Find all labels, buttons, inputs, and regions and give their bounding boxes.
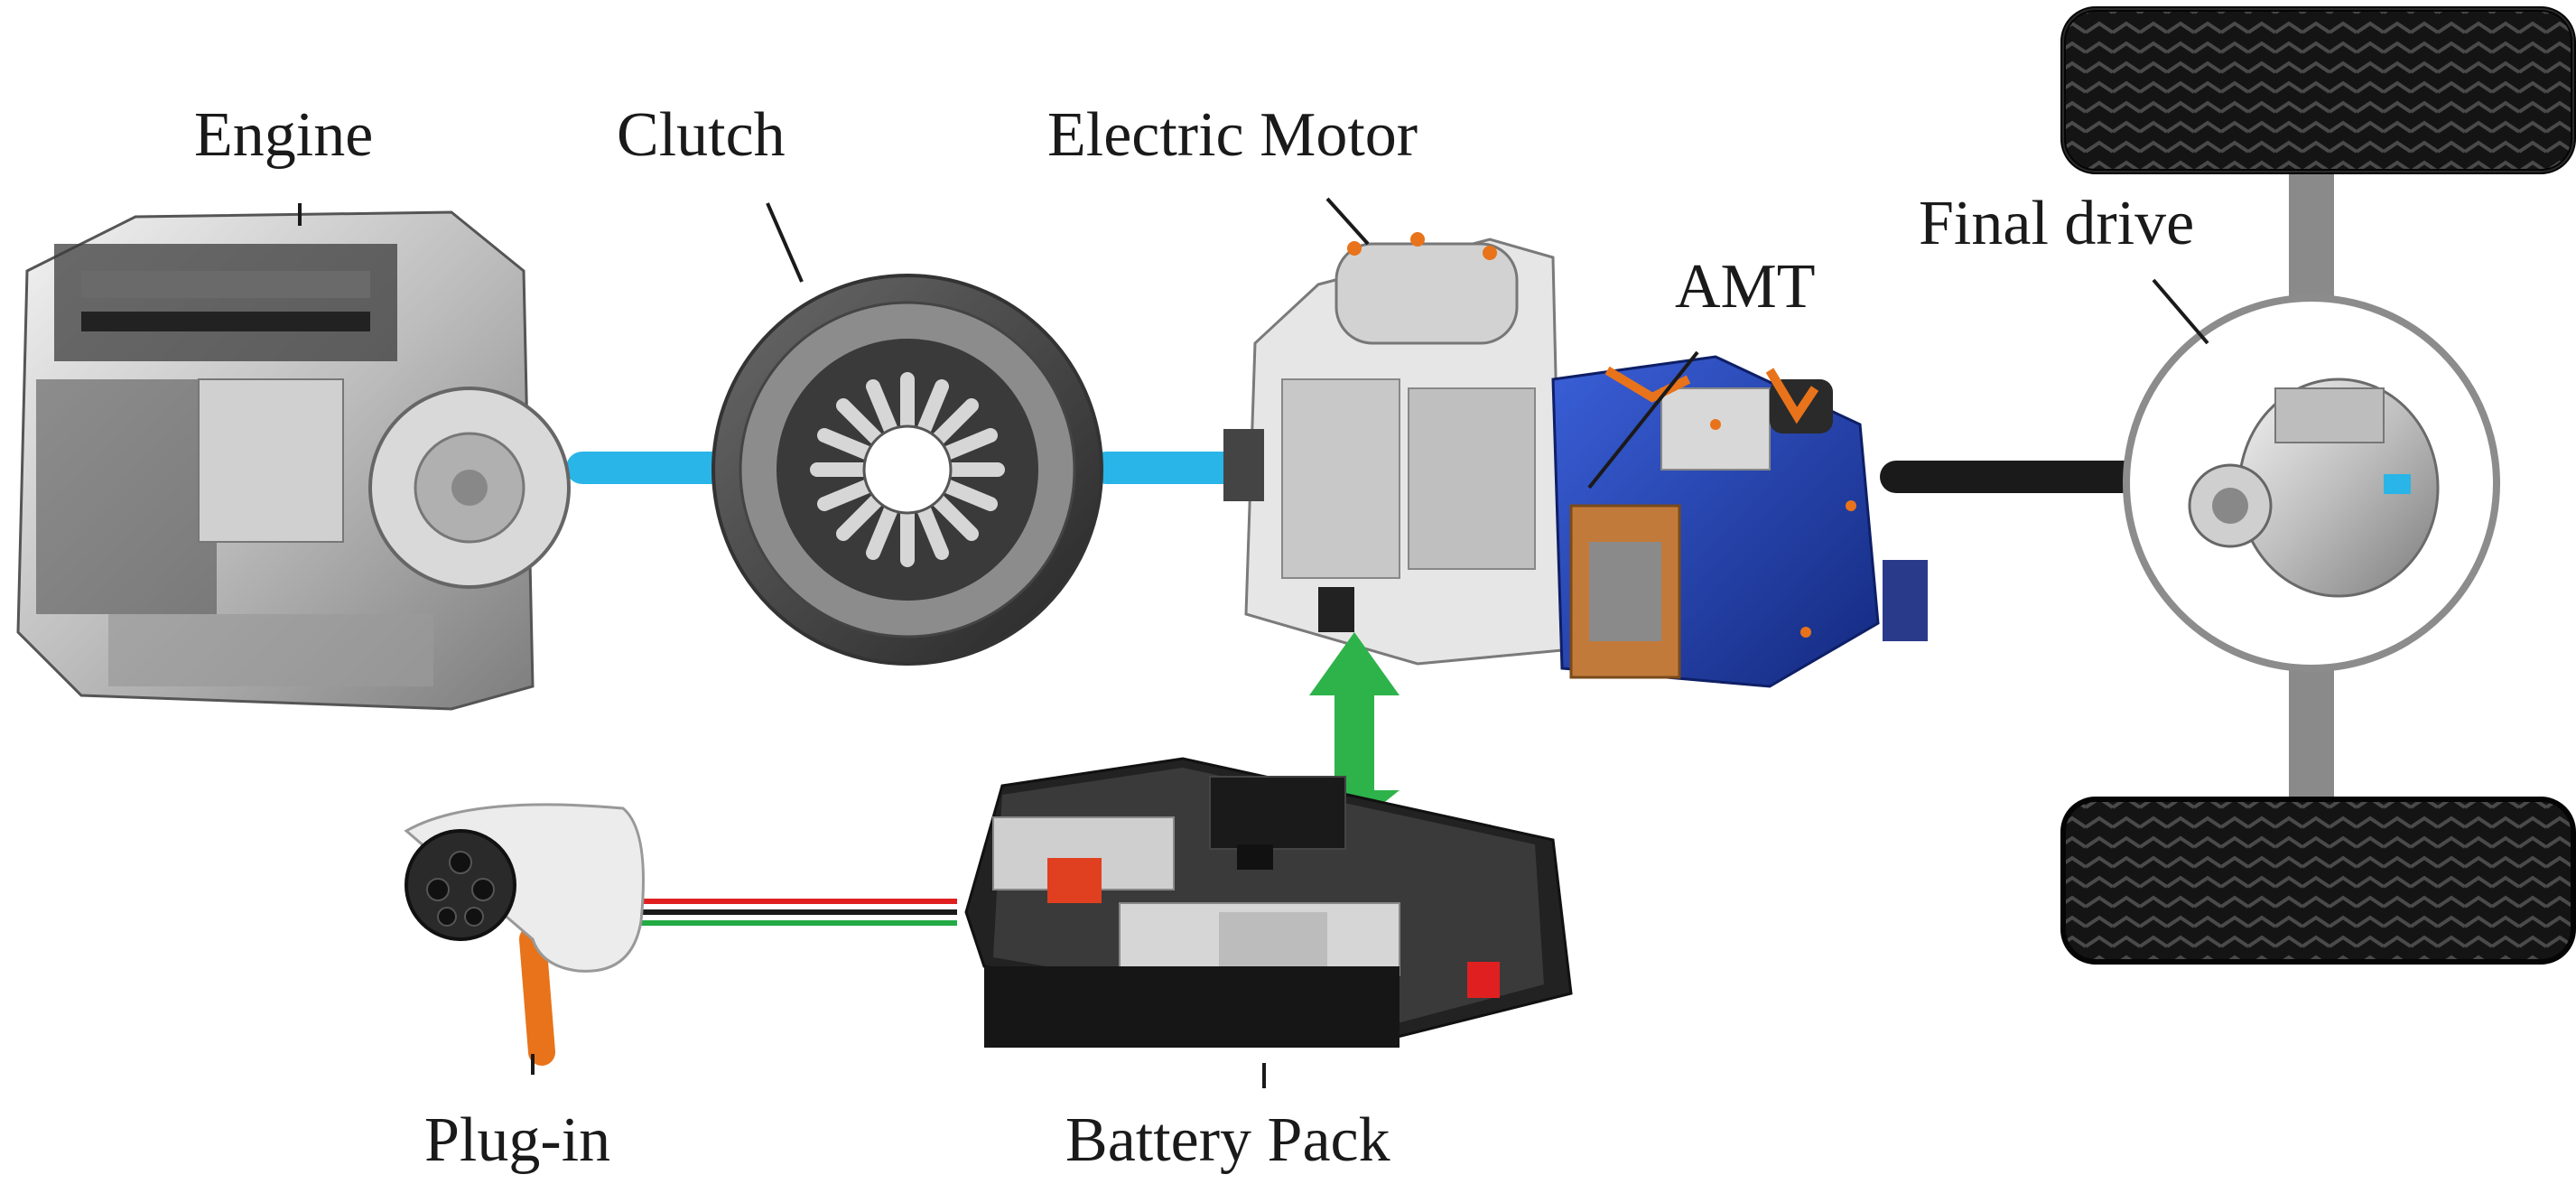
plug-icon (404, 803, 645, 1066)
battery-pack-icon (964, 757, 1573, 1048)
engine-icon (16, 210, 571, 711)
electric-motor-label: Electric Motor (1047, 100, 1418, 170)
final-drive-icon (2123, 294, 2500, 672)
final-drive-leader (2152, 278, 2209, 345)
charging-cable (641, 899, 957, 926)
battery-pack-label: Battery Pack (1065, 1105, 1390, 1175)
amt-leader (1587, 350, 1699, 489)
clutch-leader (766, 202, 804, 283)
amt-label: AMT (1675, 252, 1816, 322)
clutch-icon (711, 274, 1103, 666)
clutch-label: Clutch (617, 100, 786, 170)
final-drive-label: Final drive (1919, 189, 2194, 258)
engine-label: Engine (194, 100, 373, 170)
plug-in-label: Plug-in (424, 1105, 610, 1175)
wheel-icon (2060, 6, 2576, 174)
amt-gearbox-icon (1551, 355, 1928, 688)
electric-motor-leader (1325, 197, 1370, 246)
wheel-icon (2060, 797, 2576, 965)
electric-motor-icon (1223, 232, 1564, 666)
